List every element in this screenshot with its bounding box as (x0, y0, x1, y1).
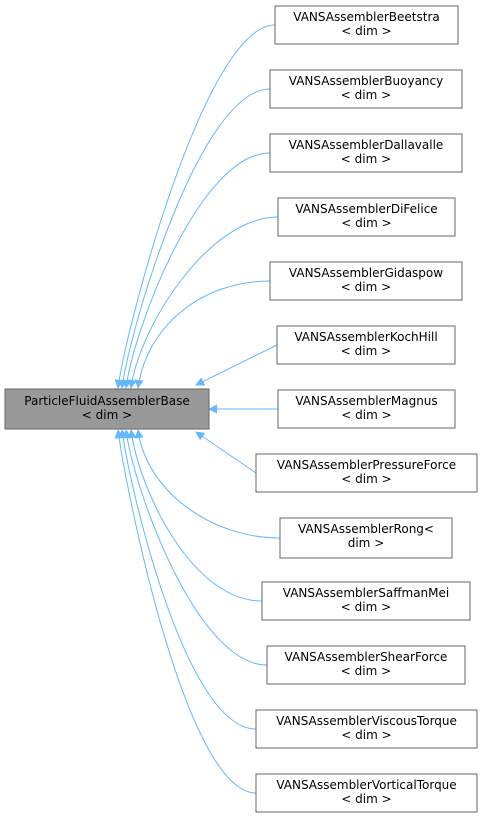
inheritance-edge-viscoustorque (118, 429, 257, 730)
derived-class-node-viscoustorque[interactable]: VANSAssemblerViscousTorque< dim > (255, 709, 478, 749)
derived-class-name: VANSAssemblerShearForce (285, 650, 448, 664)
derived-class-name: VANSAssemblerKochHill (294, 330, 437, 344)
derived-class-template: < dim > (341, 344, 391, 358)
inheritance-edge-pressureforce (195, 431, 257, 474)
inheritance-edge-beetstra (114, 24, 276, 389)
derived-class-node-shearforce[interactable]: VANSAssemblerShearForce< dim > (266, 645, 466, 685)
derived-class-template: < dim > (341, 664, 391, 678)
inheritance-edge-shearforce (122, 429, 268, 666)
derived-class-template: < dim > (341, 152, 391, 166)
derived-class-node-beetstra[interactable]: VANSAssemblerBeetstra< dim > (274, 5, 459, 45)
derived-class-name: VANSAssemblerSaffmanMei (283, 586, 449, 600)
derived-class-name: VANSAssemblerBuoyancy (289, 74, 443, 88)
inheritance-edge-rong (134, 429, 281, 539)
derived-class-node-difelice[interactable]: VANSAssemblerDiFelice< dim > (277, 197, 456, 237)
inheritance-edge-buoyancy (118, 88, 271, 389)
derived-class-name: VANSAssemblerBeetstra (293, 10, 439, 24)
inheritance-edge-dallavalle (122, 152, 271, 389)
base-class-name: ParticleFluidAssemblerBase (24, 394, 189, 408)
derived-class-node-magnus[interactable]: VANSAssemblerMagnus< dim > (277, 389, 456, 429)
inheritance-edge-gidaspow (134, 280, 271, 389)
derived-class-name: VANSAssemblerGidaspow (289, 266, 443, 280)
derived-class-template: < dim > (341, 728, 391, 742)
class-nodes: ParticleFluidAssemblerBase < dim > VANSA… (4, 5, 478, 813)
derived-class-name: VANSAssemblerDiFelice (295, 202, 437, 216)
derived-class-template: < dim > (341, 408, 391, 422)
base-class-node[interactable]: ParticleFluidAssemblerBase < dim > (4, 388, 210, 430)
derived-class-name: VANSAssemblerPressureForce (277, 458, 456, 472)
inheritance-edge-kochhill (195, 344, 278, 386)
derived-class-node-pressureforce[interactable]: VANSAssemblerPressureForce< dim > (255, 453, 478, 493)
derived-class-template: dim > (348, 536, 385, 550)
derived-class-name: VANSAssemblerDallavalle (289, 138, 444, 152)
derived-class-node-buoyancy[interactable]: VANSAssemblerBuoyancy< dim > (269, 69, 463, 109)
inheritance-edges (114, 24, 281, 794)
derived-class-template: < dim > (341, 216, 391, 230)
inheritance-edge-difelice (127, 216, 279, 389)
base-class-template: < dim > (82, 408, 132, 422)
derived-class-name: VANSAssemblerRong< (298, 522, 434, 536)
derived-class-name: VANSAssemblerMagnus (295, 394, 437, 408)
derived-class-template: < dim > (341, 472, 391, 486)
derived-class-node-verticaltorque[interactable]: VANSAssemblerVorticalTorque< dim > (255, 773, 478, 813)
derived-class-name: VANSAssemblerVorticalTorque (276, 778, 456, 792)
derived-class-template: < dim > (341, 792, 391, 806)
derived-class-node-rong[interactable]: VANSAssemblerRong<dim > (279, 517, 453, 559)
derived-class-template: < dim > (341, 600, 391, 614)
derived-class-node-gidaspow[interactable]: VANSAssemblerGidaspow< dim > (269, 261, 463, 301)
derived-class-node-kochhill[interactable]: VANSAssemblerKochHill< dim > (276, 325, 456, 365)
inheritance-edge-verticaltorque (114, 429, 257, 794)
derived-class-template: < dim > (341, 88, 391, 102)
derived-class-name: VANSAssemblerViscousTorque (276, 714, 457, 728)
derived-class-template: < dim > (341, 24, 391, 38)
derived-class-node-saffmanmei[interactable]: VANSAssemblerSaffmanMei< dim > (261, 581, 471, 621)
derived-class-template: < dim > (341, 280, 391, 294)
inheritance-edge-saffmanmei (127, 429, 263, 602)
derived-class-node-dallavalle[interactable]: VANSAssemblerDallavalle< dim > (269, 133, 463, 173)
